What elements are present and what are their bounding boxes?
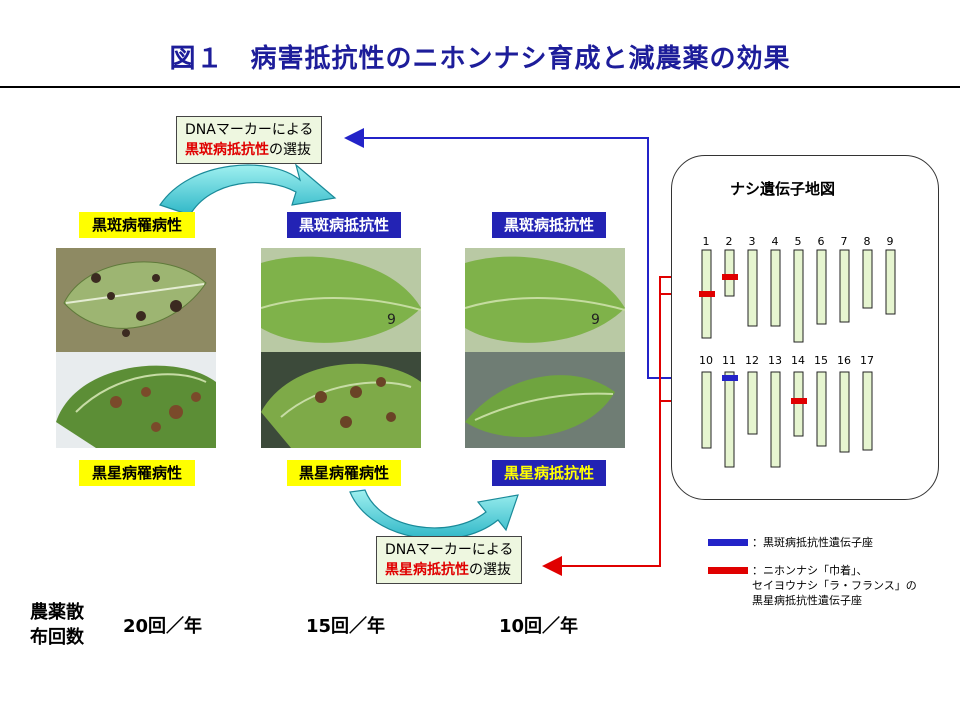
chr-label-2: 2 (725, 235, 733, 248)
chr-label-14: 14 (791, 354, 805, 367)
col2-top-label: 黒斑病抵抗性 (287, 212, 401, 238)
marker-box-top: DNAマーカーによる 黒斑病抵抗性の選抜 (176, 116, 323, 164)
legend-red-text-3: 黒星病抵抗性遺伝子座 (752, 594, 862, 607)
marker-box-top-suffix: の選抜 (269, 142, 311, 158)
chromosome-5 (793, 249, 804, 343)
legend-red-text-1: ：ニホンナシ「巾着」、 (752, 564, 868, 577)
spray-count-label-line2: 布回数 (30, 627, 84, 648)
chr-label-6: 6 (817, 235, 825, 248)
curved-arrow-bottom (349, 489, 519, 540)
chr-label-4: 4 (771, 235, 779, 248)
chromosome-9 (885, 249, 896, 315)
gene-map-title: ナシ遺伝子地図 (730, 180, 836, 198)
chr-label-11: 11 (722, 354, 736, 367)
chromosome-11 (724, 371, 735, 468)
col3-top-label: 黒斑病抵抗性 (492, 212, 606, 238)
chr-label-3: 3 (748, 235, 756, 248)
legend-blue-text: ：黒斑病抵抗性遺伝子座 (752, 536, 873, 549)
marker-box-bottom-highlight: 黒星病抵抗性 (385, 562, 469, 578)
locus-red-chr2 (722, 274, 738, 280)
photo-col2-scab-leaf (261, 352, 421, 448)
chromosome-17 (862, 371, 873, 451)
chr-label-5: 5 (794, 235, 802, 248)
marker-box-bottom-line1: DNAマーカーによる (385, 542, 514, 558)
spray-value-col1: 20回／年 (123, 616, 203, 637)
chr-label-9: 9 (886, 235, 894, 248)
page-title: 図１ 病害抵抗性のニホンナシ育成と減農薬の効果 (169, 44, 791, 74)
chromosome-10 (701, 371, 712, 449)
col2-bottom-label: 黒星病罹病性 (287, 460, 401, 486)
marker-box-top-line1: DNAマーカーによる (185, 122, 314, 138)
svg-text:9: 9 (387, 312, 396, 328)
chromosome-15 (816, 371, 827, 447)
marker-box-bottom-suffix: の選抜 (469, 562, 511, 578)
chromosome-2 (724, 249, 735, 297)
chr-label-1: 1 (702, 235, 710, 248)
locus-red-chr1 (699, 291, 715, 297)
legend-red-text-2: セイヨウナシ「ラ・フランス」の (752, 579, 917, 592)
photo-col2-black-spot-leaf: 9 (261, 248, 421, 352)
chromosome-6 (816, 249, 827, 325)
chromosome-3 (747, 249, 758, 327)
chr-label-8: 8 (863, 235, 871, 248)
marker-box-bottom: DNAマーカーによる 黒星病抵抗性の選抜 (376, 536, 523, 584)
locus-red-chr14 (791, 398, 807, 404)
chromosome-8 (862, 249, 873, 309)
spray-count-label: 農薬散 布回数 (30, 600, 84, 650)
chr-label-16: 16 (837, 354, 851, 367)
spray-value-col3: 10回／年 (499, 616, 579, 637)
chromosome-12 (747, 371, 758, 435)
photo-col3-scab-leaf (465, 352, 625, 448)
photo-col1-scab-leaf (56, 352, 216, 448)
chromosome-4 (770, 249, 781, 327)
chromosome-16 (839, 371, 850, 453)
chr-label-12: 12 (745, 354, 759, 367)
marker-box-top-highlight: 黒斑病抵抗性 (185, 142, 269, 158)
spray-count-label-line1: 農薬散 (30, 602, 84, 623)
curved-arrow-top (159, 163, 337, 216)
legend-blue-swatch (708, 539, 748, 546)
legend-red-swatch (708, 567, 748, 574)
title-divider (0, 86, 960, 88)
col3-bottom-label: 黒星病抵抗性 (492, 460, 606, 486)
locus-blue-chr11 (722, 375, 738, 381)
svg-text:9: 9 (591, 312, 600, 328)
spray-value-col2: 15回／年 (306, 616, 386, 637)
chr-label-13: 13 (768, 354, 782, 367)
col1-top-label: 黒斑病罹病性 (79, 212, 195, 238)
chromosome-7 (839, 249, 850, 323)
col1-bottom-label: 黒星病罹病性 (79, 460, 195, 486)
photo-col3-black-spot-leaf: 9 (465, 248, 625, 352)
chr-label-17: 17 (860, 354, 874, 367)
chromosome-13 (770, 371, 781, 468)
photo-col1-black-spot-leaf (56, 248, 216, 352)
chr-label-7: 7 (840, 235, 848, 248)
gene-map-frame (671, 155, 939, 500)
chr-label-10: 10 (699, 354, 713, 367)
chr-label-15: 15 (814, 354, 828, 367)
